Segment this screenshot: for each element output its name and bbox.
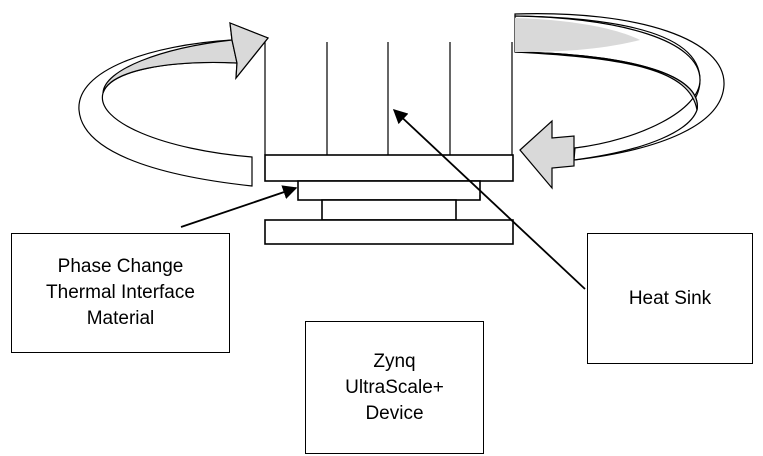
airflow-arrow-right-icon xyxy=(514,13,725,190)
heat-sink-label: Heat Sink xyxy=(628,287,712,309)
heat-sink-label-box: Heat Sink xyxy=(587,233,753,364)
tim-label-box: Phase Change Thermal Interface Material xyxy=(11,233,230,353)
airflow-arrow-left-icon xyxy=(78,22,269,187)
heat-sink-pointer-arrow xyxy=(392,109,586,290)
device-label-line-2: UltraScale+ xyxy=(345,376,444,398)
tim-pointer-arrow xyxy=(180,185,298,228)
device-label-box: Zynq UltraScale+ Device xyxy=(305,321,484,454)
device-die xyxy=(321,199,457,221)
device-label-line-1: Zynq xyxy=(373,350,416,372)
tim-label-line-2: Thermal Interface xyxy=(46,282,195,303)
heat-sink-fins xyxy=(264,42,513,155)
device-label-line-3: Device xyxy=(365,402,424,424)
tim-label-line-3: Material xyxy=(86,308,155,329)
tim-label-line-1: Phase Change xyxy=(57,256,184,277)
thermal-interface-layer xyxy=(297,180,481,201)
heat-sink-base xyxy=(264,154,514,182)
device-substrate xyxy=(264,219,514,245)
